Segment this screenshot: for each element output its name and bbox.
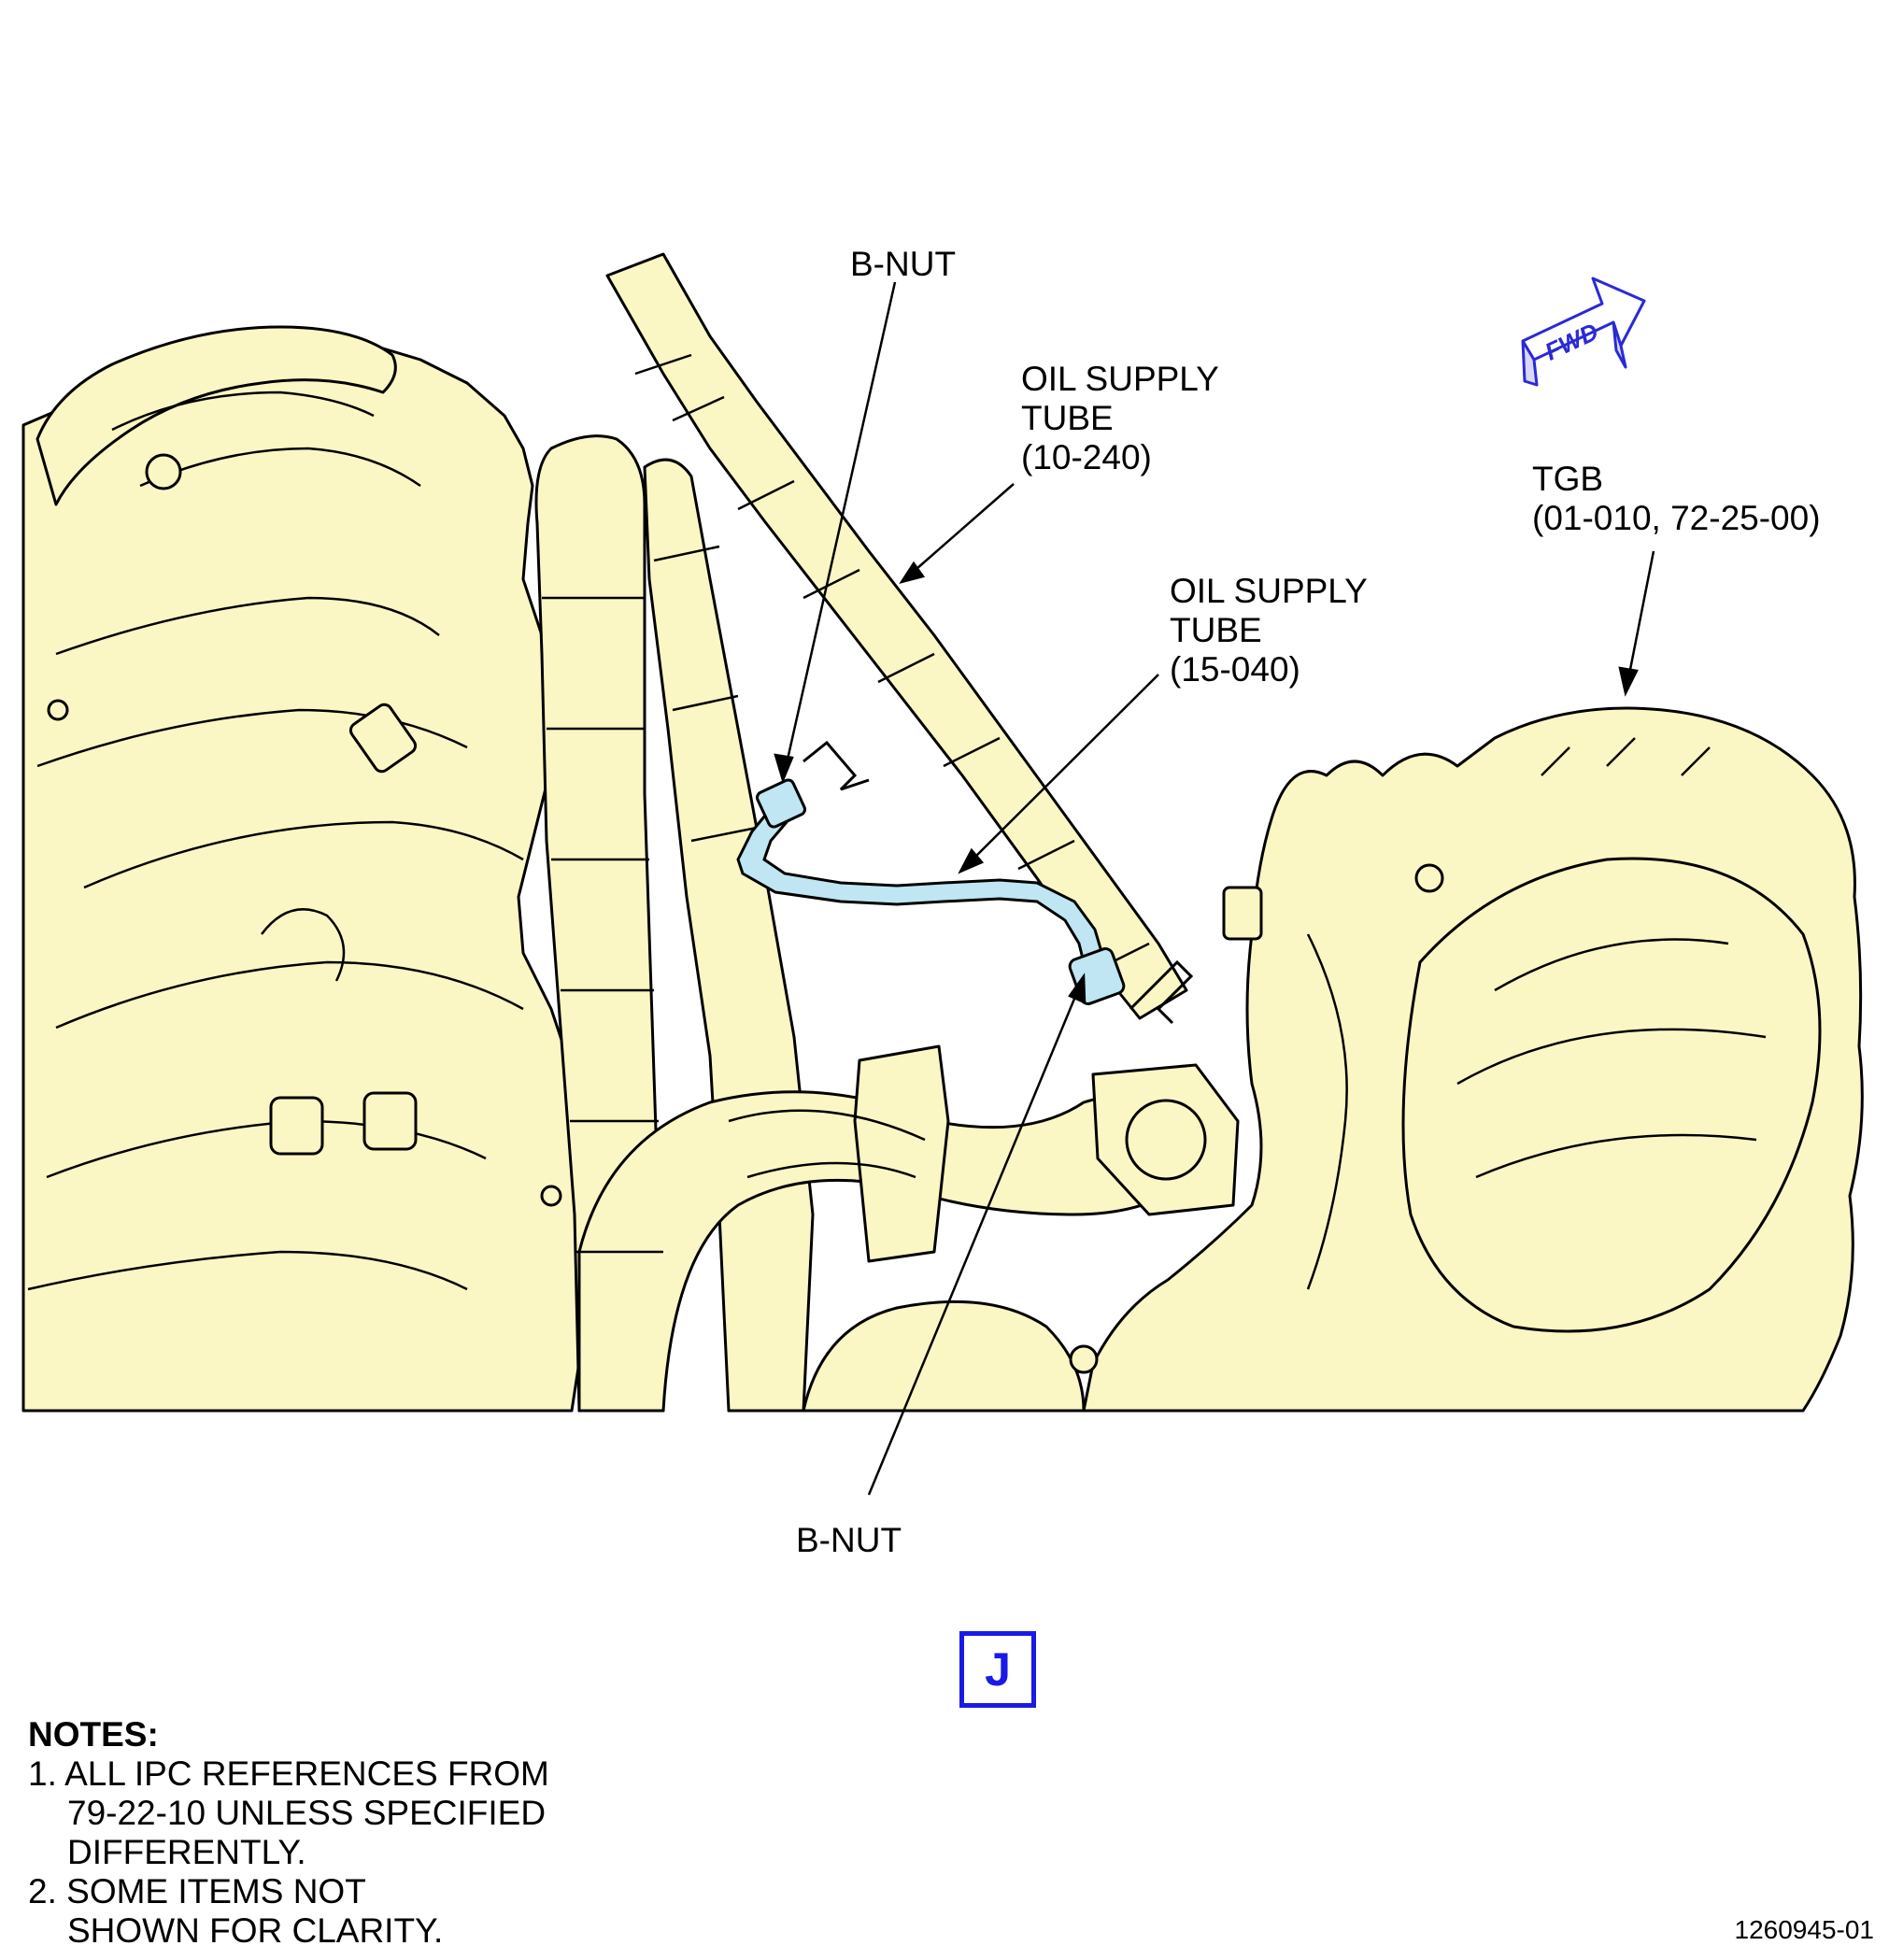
notes-block: NOTES: 1. ALL IPC REFERENCES FROM 79-22-… [28, 1715, 549, 1951]
callout-bnut-top-text: B-NUT [850, 245, 957, 283]
connector-b [362, 1091, 418, 1151]
b-nut-top [755, 778, 807, 829]
lower-cross-pipe [802, 1300, 1086, 1413]
callout-tgb: TGB (01-010, 72-25-00) [1532, 460, 1821, 537]
callout-oil-tube-15-040: OIL SUPPLY TUBE (15-040) [1170, 572, 1368, 689]
connector-a [269, 1096, 324, 1156]
center-valve-bracket [853, 1044, 950, 1263]
callout-bnut-bottom: B-NUT [796, 1521, 902, 1560]
right-fitting [1222, 886, 1263, 941]
bolt-2 [47, 699, 69, 721]
fwd-arrow: FWD [1521, 277, 1646, 387]
bolt-1 [145, 453, 182, 490]
callout-bnut-bottom-text: B-NUT [796, 1521, 902, 1559]
figure-id: 1260945-01 [1734, 1915, 1874, 1944]
note-line: DIFFERENTLY. [67, 1833, 306, 1871]
tgb-cover-dome [1401, 857, 1822, 1333]
view-letter-box: J [959, 1631, 1036, 1708]
oil-supply-tube-10-240 [605, 252, 1188, 1020]
callout-oil-tube-10-240: OIL SUPPLY TUBE (10-240) [1021, 360, 1219, 476]
left-gearbox-housing [21, 339, 590, 1413]
note-line: 1. ALL IPC REFERENCES FROM [28, 1754, 549, 1793]
bolt-5 [540, 1185, 562, 1207]
callout-bnut-top: B-NUT [850, 245, 956, 284]
bolt-3 [1414, 863, 1444, 893]
upper-fitting [348, 703, 418, 774]
left-housing-flange [36, 325, 397, 506]
note-line: 2. SOME ITEMS NOT [28, 1872, 366, 1910]
bolt-4 [1069, 1344, 1099, 1374]
note-line: 79-22-10 UNLESS SPECIFIED [67, 1794, 547, 1832]
notes-title: NOTES: [28, 1715, 159, 1754]
flange-bore [1125, 1099, 1207, 1181]
note-line: SHOWN FOR CLARITY. [67, 1911, 444, 1950]
